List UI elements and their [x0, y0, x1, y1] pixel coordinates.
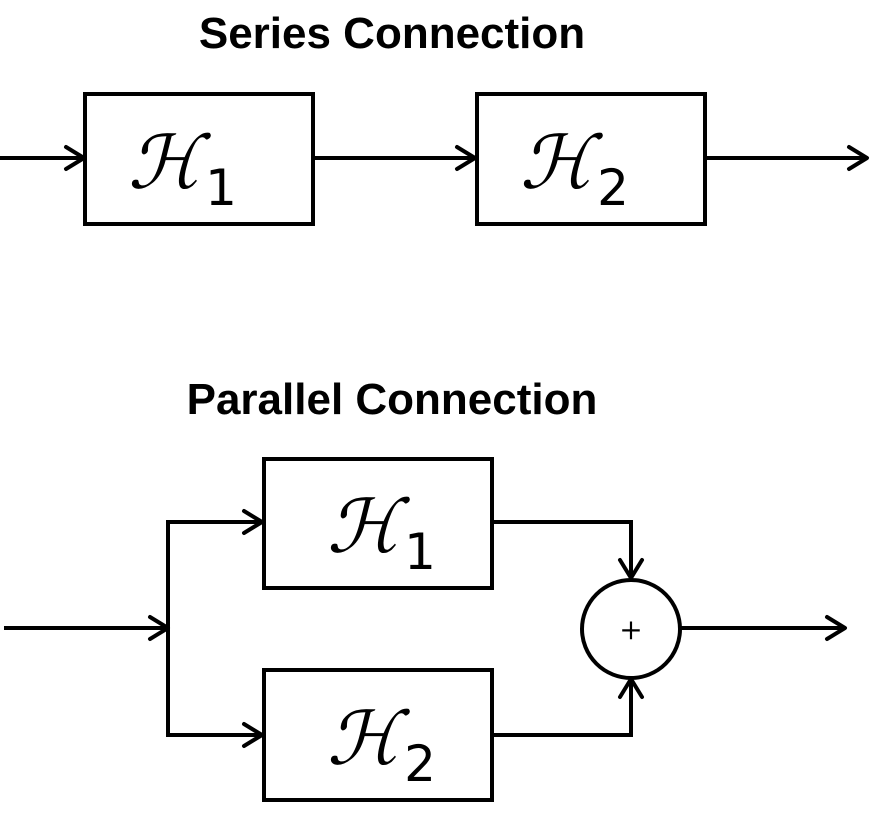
parallel-lower-output-wire	[492, 679, 633, 737]
series-output-arrowhead	[847, 145, 869, 171]
parallel-upper-output-wire	[492, 520, 633, 578]
parallel-block-h2: ℋ2	[262, 668, 494, 802]
series-block-h1-subscript: 1	[205, 159, 237, 217]
parallel-connection: Parallel Connection ℋ1 ℋ2	[4, 375, 847, 802]
series-block-h2: ℋ2	[475, 92, 707, 226]
series-block-h1: ℋ1	[83, 92, 315, 226]
series-block-h1-symbol: ℋ	[128, 120, 212, 206]
parallel-block-h2-subscript: 2	[404, 735, 436, 793]
parallel-block-h2-symbol: ℋ	[327, 696, 411, 782]
series-connection: Series Connection ℋ1 ℋ2	[0, 9, 869, 226]
parallel-block-h1-subscript: 1	[404, 523, 436, 581]
series-block-h2-subscript: 2	[597, 159, 629, 217]
parallel-block-h1-label: ℋ1	[327, 484, 436, 581]
parallel-title: Parallel Connection	[187, 375, 598, 424]
summing-junction-plus: +	[619, 613, 642, 646]
parallel-output-arrowhead	[825, 615, 847, 641]
series-block-h1-label: ℋ1	[128, 120, 237, 217]
summing-junction: +	[580, 578, 682, 680]
series-block-h2-label: ℋ2	[520, 120, 629, 217]
series-block-h2-symbol: ℋ	[520, 120, 604, 206]
parallel-block-h1: ℋ1	[262, 457, 494, 590]
parallel-block-h1-symbol: ℋ	[327, 484, 411, 570]
series-title: Series Connection	[199, 9, 585, 58]
parallel-block-h2-label: ℋ2	[327, 696, 436, 793]
parallel-split-wire	[166, 520, 262, 737]
